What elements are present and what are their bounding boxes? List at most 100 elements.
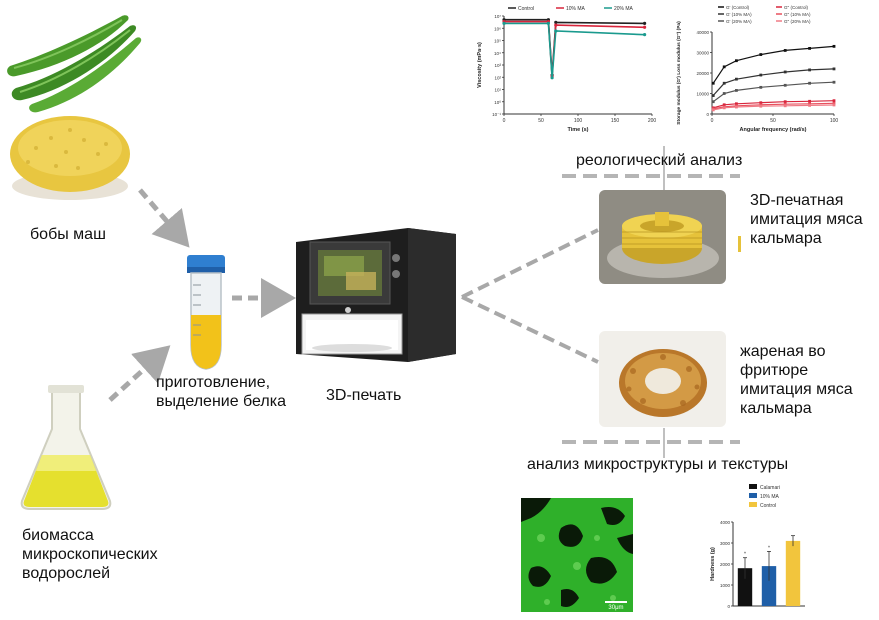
hardness-y-tick-label: 2000 <box>720 562 731 567</box>
modulus-data-point <box>735 102 738 106</box>
modulus-data-point <box>722 81 726 85</box>
microalgae-flask-image <box>20 385 112 510</box>
viscosity-y-tick-label: 10⁵ <box>494 39 501 44</box>
protein-tube-image <box>187 255 225 370</box>
protein-preparation-label: приготовление, выделение белка <box>156 374 286 410</box>
viscosity-y-tick-label: 10³ <box>494 63 501 68</box>
modulus-y-tick-label: 10000 <box>696 92 709 97</box>
viscosity-data-point <box>643 33 647 37</box>
modulus-data-point <box>808 81 811 85</box>
viscosity-y-tick-label: 10² <box>494 75 501 80</box>
hardness-bar <box>761 566 777 606</box>
modulus-data-point <box>735 59 738 63</box>
branch-printer-upper <box>461 228 599 299</box>
modulus-series-line <box>712 45 835 84</box>
modulus-data-point <box>722 65 726 69</box>
mung-beans-label: бобы маш <box>30 226 106 243</box>
modulus-data-point <box>722 106 726 110</box>
mung-bean-bowl-image <box>10 116 130 200</box>
microstructure-micrograph: 30μm <box>521 498 633 612</box>
viscosity-x-tick-label: 150 <box>611 118 620 124</box>
modulus-legend-label: G' (20% MA) <box>726 19 752 24</box>
modulus-data-point <box>759 85 763 89</box>
viscosity-y-tick-label: 10⁶ <box>494 26 501 31</box>
modulus-y-label: Storage modulus (G') Loss modulus (G'') … <box>676 21 682 125</box>
hardness-bar <box>785 540 801 606</box>
modulus-legend-label: G' (Control) <box>726 5 750 10</box>
viscosity-data-point <box>554 29 558 33</box>
fried-squid-photo <box>599 331 726 427</box>
modulus-data-point <box>783 49 787 52</box>
viscosity-y-tick-label: 10⁴ <box>494 51 501 56</box>
modulus-data-point <box>783 70 787 74</box>
modulus-data-point <box>808 99 811 103</box>
viscosity-x-tick-label: 100 <box>574 118 583 124</box>
hardness-y-tick-label: 3000 <box>720 541 731 546</box>
microalgae-biomass-label: биомасса микроскопических водорослей <box>22 527 158 582</box>
modulus-data-point <box>735 77 738 81</box>
modulus-data-point <box>759 73 763 77</box>
viscosity-series-line <box>504 20 645 77</box>
modulus-data-point <box>808 102 811 106</box>
mung-bean-pods-image <box>7 15 142 113</box>
yellow-accent-mark <box>738 236 741 252</box>
modulus-data-point <box>783 102 787 106</box>
modulus-data-point <box>722 103 726 107</box>
viscosity-legend-label: Control <box>518 6 534 12</box>
microstructure-texture-label: анализ микроструктуры и текстуры <box>527 456 789 473</box>
hardness-y-tick-label: 1000 <box>720 583 731 588</box>
modulus-data-point <box>759 101 763 105</box>
viscosity-y-tick-label: 10⁻¹ <box>492 112 501 117</box>
hardness-legend-label: 10% MA <box>760 494 780 500</box>
viscosity-x-tick-label: 50 <box>538 118 544 124</box>
modulus-data-point <box>783 100 787 104</box>
modulus-data-point <box>832 99 836 103</box>
modulus-data-point <box>783 83 787 87</box>
modulus-data-point <box>759 103 763 107</box>
modulus-data-point <box>832 44 836 48</box>
fried-squid-label: жареная во фритюре имитация мяса кальмар… <box>740 343 853 417</box>
rheology-analysis-label: реологический анализ <box>576 152 743 169</box>
modulus-data-point <box>735 105 738 109</box>
modulus-data-point <box>711 81 715 85</box>
arrow-algae-to-protein <box>108 345 171 402</box>
modulus-data-point <box>832 67 836 71</box>
modulus-data-point <box>832 101 836 105</box>
printed-squid-photo <box>599 190 726 284</box>
modulus-data-point <box>808 47 811 50</box>
viscosity-data-point <box>643 21 647 25</box>
viscosity-y-tick-label: 10⁷ <box>494 14 501 19</box>
hardness-legend-swatch <box>749 493 757 498</box>
viscosity-legend-label: 10% MA <box>566 6 586 12</box>
modulus-data-point <box>759 104 763 108</box>
viscosity-series-line <box>504 22 645 78</box>
viscosity-data-point <box>550 76 554 80</box>
modulus-data-point <box>808 103 811 107</box>
modulus-y-tick-label: 20000 <box>696 71 709 76</box>
3d-printer-image <box>296 228 456 362</box>
viscosity-y-tick-label: 10¹ <box>494 88 501 93</box>
hardness-y-label: Hardness (g) <box>710 547 716 581</box>
branch-printer-lower <box>461 295 599 364</box>
modulus-data-point <box>832 80 836 84</box>
printed-squid-label: 3D-печатная имитация мяса кальмара <box>750 192 863 247</box>
modulus-data-point <box>783 104 787 108</box>
modulus-y-tick-label: 40000 <box>696 30 709 35</box>
hardness-legend-swatch <box>749 484 757 489</box>
viscosity-x-label: Time (s) <box>568 127 589 133</box>
arrow-beans-to-protein <box>138 188 190 248</box>
modulus-data-point <box>711 94 715 97</box>
modulus-data-point <box>808 68 811 72</box>
modulus-legend-label: G'' (20% MA) <box>784 19 811 24</box>
modulus-x-tick-label: 100 <box>830 118 839 124</box>
viscosity-series-line <box>504 18 645 76</box>
viscosity-data-point <box>502 21 506 25</box>
hardness-y-tick-label: 0 <box>727 604 730 609</box>
modulus-x-tick-label: 50 <box>770 118 776 124</box>
